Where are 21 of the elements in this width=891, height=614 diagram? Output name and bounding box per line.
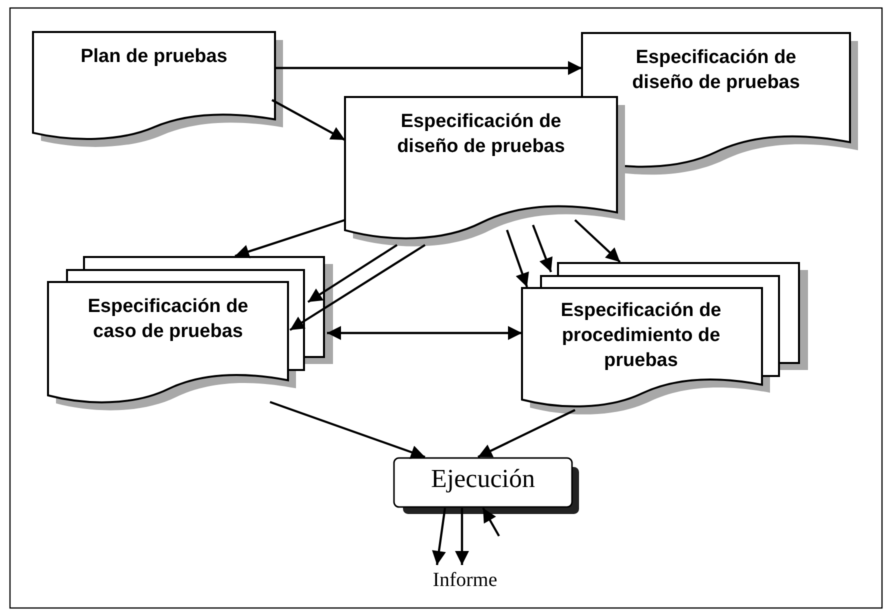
node-label: Plan de pruebas: [80, 46, 228, 67]
output-label: Informe: [432, 569, 498, 591]
node-label: Especificación de diseño de pruebas: [632, 47, 800, 93]
arrow: [270, 400, 426, 459]
node-label: Especificación de diseño de pruebas: [397, 111, 565, 157]
arrow: [271, 99, 346, 141]
node-label: Especificación de caso de pruebas: [88, 296, 248, 342]
arrow: [234, 218, 346, 258]
arrow: [289, 244, 426, 331]
arrow: [482, 507, 500, 537]
arrow: [275, 61, 582, 75]
node-label: Especificación de procedimiento de pruebas: [560, 300, 722, 371]
node-label: Ejecución: [431, 464, 535, 493]
arrow: [574, 219, 621, 263]
arrow: [506, 230, 529, 288]
arrow: [455, 508, 469, 565]
arrow: [307, 244, 398, 303]
arrow: [532, 224, 553, 272]
arrow: [432, 508, 446, 566]
arrow: [327, 326, 522, 340]
arrow: [478, 409, 576, 458]
